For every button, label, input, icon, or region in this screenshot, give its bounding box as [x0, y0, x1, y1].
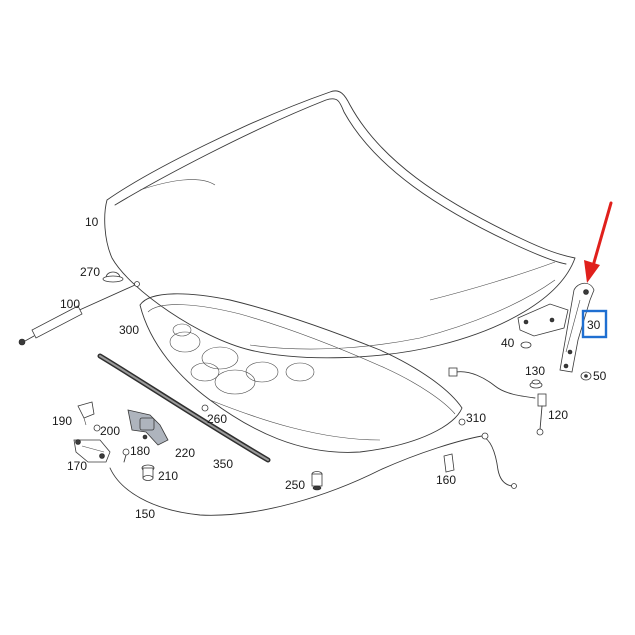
label-170: 170 — [67, 459, 87, 473]
label-50: 50 — [593, 369, 607, 383]
screw-180 — [122, 448, 130, 463]
gas-strut — [18, 281, 140, 346]
label-310: 310 — [466, 411, 486, 425]
label-120: 120 — [548, 408, 568, 422]
label-220: 220 — [175, 446, 195, 460]
hood-panel — [104, 90, 576, 359]
nut-40 — [520, 341, 532, 349]
connector-160 — [443, 453, 455, 473]
seal-strip — [97, 353, 271, 463]
label-40: 40 — [501, 336, 515, 350]
label-10: 10 — [85, 215, 99, 229]
hinge-bracket-40 — [517, 303, 569, 337]
rubber-buffer — [102, 271, 124, 283]
label-30: 30 — [587, 318, 601, 332]
hood-latch — [127, 409, 169, 446]
label-260: 260 — [207, 412, 227, 426]
label-200: 200 — [100, 424, 120, 438]
grommet-130 — [529, 379, 543, 389]
label-300: 300 — [119, 323, 139, 337]
clip-310 — [458, 418, 466, 426]
label-270: 270 — [80, 265, 100, 279]
clip-200 — [93, 424, 101, 432]
label-160: 160 — [436, 473, 456, 487]
label-180: 180 — [130, 444, 150, 458]
release-cable — [109, 432, 517, 516]
clip-260 — [201, 404, 209, 412]
highlight-box — [581, 309, 608, 339]
grommet-250 — [311, 471, 323, 491]
lock-assembly-170 — [73, 439, 111, 463]
bracket-190 — [77, 401, 95, 426]
label-130: 130 — [525, 364, 545, 378]
button-210 — [141, 464, 155, 481]
nut-50 — [580, 371, 592, 381]
hood-inner-frame — [139, 293, 463, 453]
label-190: 190 — [52, 414, 72, 428]
sensor-cable — [448, 367, 547, 436]
label-250: 250 — [285, 478, 305, 492]
label-150: 150 — [135, 507, 155, 521]
label-100: 100 — [60, 297, 80, 311]
label-350: 350 — [213, 457, 233, 471]
label-210: 210 — [158, 469, 178, 483]
red-arrow — [584, 201, 613, 283]
